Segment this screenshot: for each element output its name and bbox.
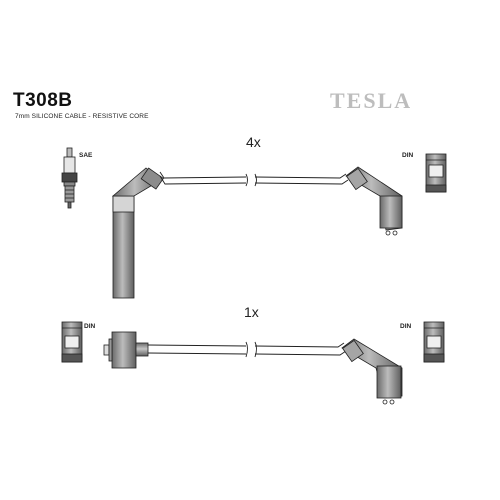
din-label-top: DIN <box>402 152 414 159</box>
din-connector-icon <box>61 321 83 363</box>
angled-boot-right-bottom <box>341 338 403 405</box>
wire-bottom <box>147 341 347 358</box>
cable-description: 7mm SILICONE CABLE - RESISTIVE CORE <box>15 113 149 120</box>
wire-top <box>159 171 349 187</box>
din-label-bottom-left: DIN <box>84 323 96 330</box>
sae-label: SAE <box>79 152 93 159</box>
angled-boot-right-top <box>345 166 403 236</box>
brand-logo: TESLA <box>330 88 413 113</box>
ignition-cable-bottom <box>61 321 445 405</box>
din-connector-icon <box>425 153 447 193</box>
din-label-bottom-right: DIN <box>400 323 412 330</box>
quantity-label-top: 4x <box>246 134 261 150</box>
straight-boot-left <box>111 167 164 299</box>
part-code: T308B <box>13 90 73 111</box>
spark-plug-icon <box>61 147 78 209</box>
quantity-label-bottom: 1x <box>244 304 259 320</box>
din-connector-icon <box>423 321 445 363</box>
straight-boot-bottom-left <box>103 331 149 369</box>
ignition-cable-top <box>111 166 403 299</box>
